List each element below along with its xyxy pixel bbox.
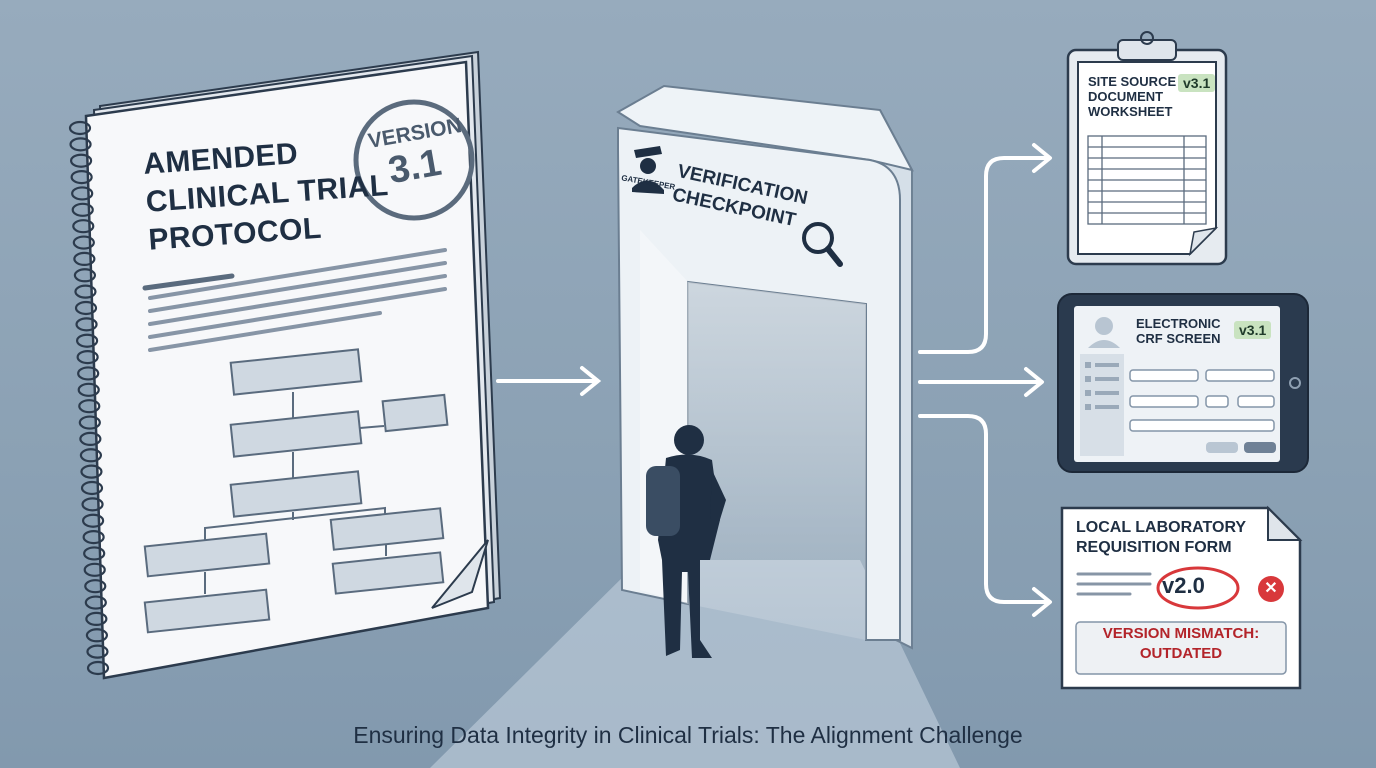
- spiral-ring: [83, 546, 106, 561]
- clipboard-worksheet: [1066, 31, 1228, 266]
- page-curl: [431, 539, 489, 609]
- protocol-binder: [68, 50, 502, 680]
- gate-opening: [688, 282, 866, 640]
- warning-box: [1075, 621, 1287, 675]
- spiral-ring: [74, 284, 97, 299]
- spiral-ring: [86, 644, 109, 659]
- spiral-ring: [83, 562, 106, 577]
- spiral-ring: [84, 595, 107, 610]
- lab-title-line: LOCAL LABORATORY: [1076, 519, 1247, 536]
- lab-requisition-form: [1060, 505, 1303, 690]
- flowchart-connectors: [204, 392, 387, 594]
- mismatch-warning-line: OUTDATED: [1139, 645, 1223, 662]
- person-figure: [646, 425, 726, 658]
- spiral-ring: [68, 120, 92, 136]
- worksheet-title-line: SITE SOURCE: [1088, 74, 1177, 89]
- protocol-flowchart: [143, 348, 449, 634]
- spiral-ring: [80, 480, 104, 496]
- lab-title: LOCAL LABORATORY REQUISITION FORM: [1076, 518, 1276, 558]
- x-circle-icon: ✕: [1258, 576, 1284, 602]
- spiral-ring: [77, 366, 100, 381]
- lab-title-line: REQUISITION FORM: [1076, 539, 1232, 556]
- protocol-text-lines: [142, 248, 447, 352]
- spiral-ring: [78, 399, 101, 414]
- spiral-ring: [69, 153, 93, 168]
- spiral-ring: [70, 169, 93, 185]
- spiral-ring: [85, 628, 109, 643]
- crf-form-fields: [1129, 369, 1275, 432]
- crf-title-line: ELECTRONIC: [1136, 316, 1221, 331]
- spiral-ring: [71, 202, 94, 217]
- spiral-ring: [73, 268, 97, 283]
- avatar-icon: [1088, 317, 1120, 348]
- spiral-ring: [77, 382, 100, 397]
- crf-sidebar-items: [1085, 362, 1119, 410]
- gatekeeper-icon: [632, 146, 664, 194]
- spiral-ring: [86, 660, 110, 676]
- worksheet-title-line: DOCUMENT: [1088, 89, 1164, 104]
- worksheet-title-line: WORKSHEET: [1088, 104, 1173, 119]
- diagram-caption: Ensuring Data Integrity in Clinical Tria…: [353, 722, 1023, 748]
- lab-version: v2.0: [1162, 573, 1205, 598]
- crf-version-badge: v3.1: [1234, 321, 1272, 339]
- spiral-ring: [79, 448, 103, 463]
- mismatch-warning: VERSION MISMATCH: OUTDATED: [1076, 624, 1286, 664]
- spiral-binding: [68, 120, 110, 676]
- magnifier-icon: [802, 222, 843, 267]
- verification-gate: [616, 84, 914, 650]
- worksheet-version-badge: v3.1: [1178, 74, 1216, 92]
- spiral-ring: [75, 317, 98, 332]
- worksheet-title: SITE SOURCE DOCUMENT WORKSHEET: [1088, 74, 1198, 119]
- spiral-ring: [75, 333, 99, 348]
- lab-text-lines: [1076, 572, 1152, 596]
- spiral-ring: [79, 431, 102, 447]
- spiral-ring: [73, 251, 96, 267]
- crf-buttons: [1206, 442, 1276, 453]
- spiral-ring: [69, 137, 92, 152]
- spiral-ring: [81, 513, 105, 528]
- mismatch-warning-line: VERSION MISMATCH:: [1102, 625, 1260, 642]
- spiral-ring: [84, 579, 107, 594]
- spiral-ring: [82, 529, 105, 545]
- spiral-ring: [78, 415, 101, 430]
- branch-arrows: [918, 143, 1052, 617]
- mismatch-circle: [1156, 566, 1240, 610]
- spiral-ring: [71, 186, 94, 201]
- arrow-to-gate: [496, 366, 602, 396]
- spiral-ring: [76, 349, 99, 365]
- spiral-ring: [80, 464, 103, 479]
- spiral-ring: [72, 235, 95, 250]
- crf-title: ELECTRONIC CRF SCREEN: [1136, 316, 1236, 346]
- worksheet-table: [1087, 135, 1207, 225]
- spiral-ring: [72, 219, 95, 234]
- backpack: [646, 466, 680, 536]
- version-stamp: [353, 99, 475, 221]
- spiral-ring: [81, 497, 104, 512]
- crf-title-line: CRF SCREEN: [1136, 331, 1221, 346]
- spiral-ring: [74, 300, 98, 316]
- spiral-ring: [85, 611, 108, 627]
